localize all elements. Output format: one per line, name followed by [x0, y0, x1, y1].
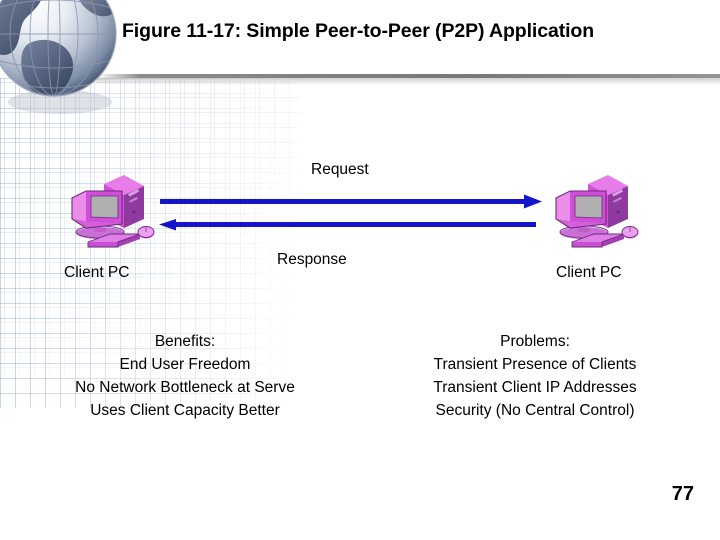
- problems-item: Transient Presence of Clients: [433, 356, 637, 373]
- node-label-client-pc-left: Client PC: [64, 264, 130, 281]
- flow-label-request: Request: [311, 161, 369, 178]
- computer-icon: [550, 172, 646, 252]
- problems-heading: Problems:: [500, 333, 570, 350]
- header-divider: [96, 74, 720, 78]
- request-arrow: [160, 194, 542, 209]
- flow-arrows: [150, 185, 550, 245]
- benefits-item: Uses Client Capacity Better: [90, 402, 280, 419]
- benefits-block: Benefits: End User Freedom No Network Bo…: [15, 330, 355, 422]
- node-label-client-pc-right: Client PC: [556, 264, 622, 281]
- response-arrow: [159, 219, 536, 231]
- globe-icon: [0, 0, 132, 126]
- page-title: Figure 11-17: Simple Peer-to-Peer (P2P) …: [122, 20, 595, 42]
- benefits-item: No Network Bottleneck at Serve: [75, 379, 295, 396]
- benefits-item: End User Freedom: [119, 356, 251, 373]
- flow-label-response: Response: [277, 251, 347, 268]
- problems-item: Security (No Central Control): [435, 402, 635, 419]
- header-divider-shadow: [96, 78, 720, 85]
- problems-block: Problems: Transient Presence of Clients …: [375, 330, 695, 422]
- problems-item: Transient Client IP Addresses: [433, 379, 637, 396]
- computer-icon: [66, 172, 162, 252]
- benefits-heading: Benefits:: [154, 333, 216, 350]
- page-number: 77: [671, 483, 694, 505]
